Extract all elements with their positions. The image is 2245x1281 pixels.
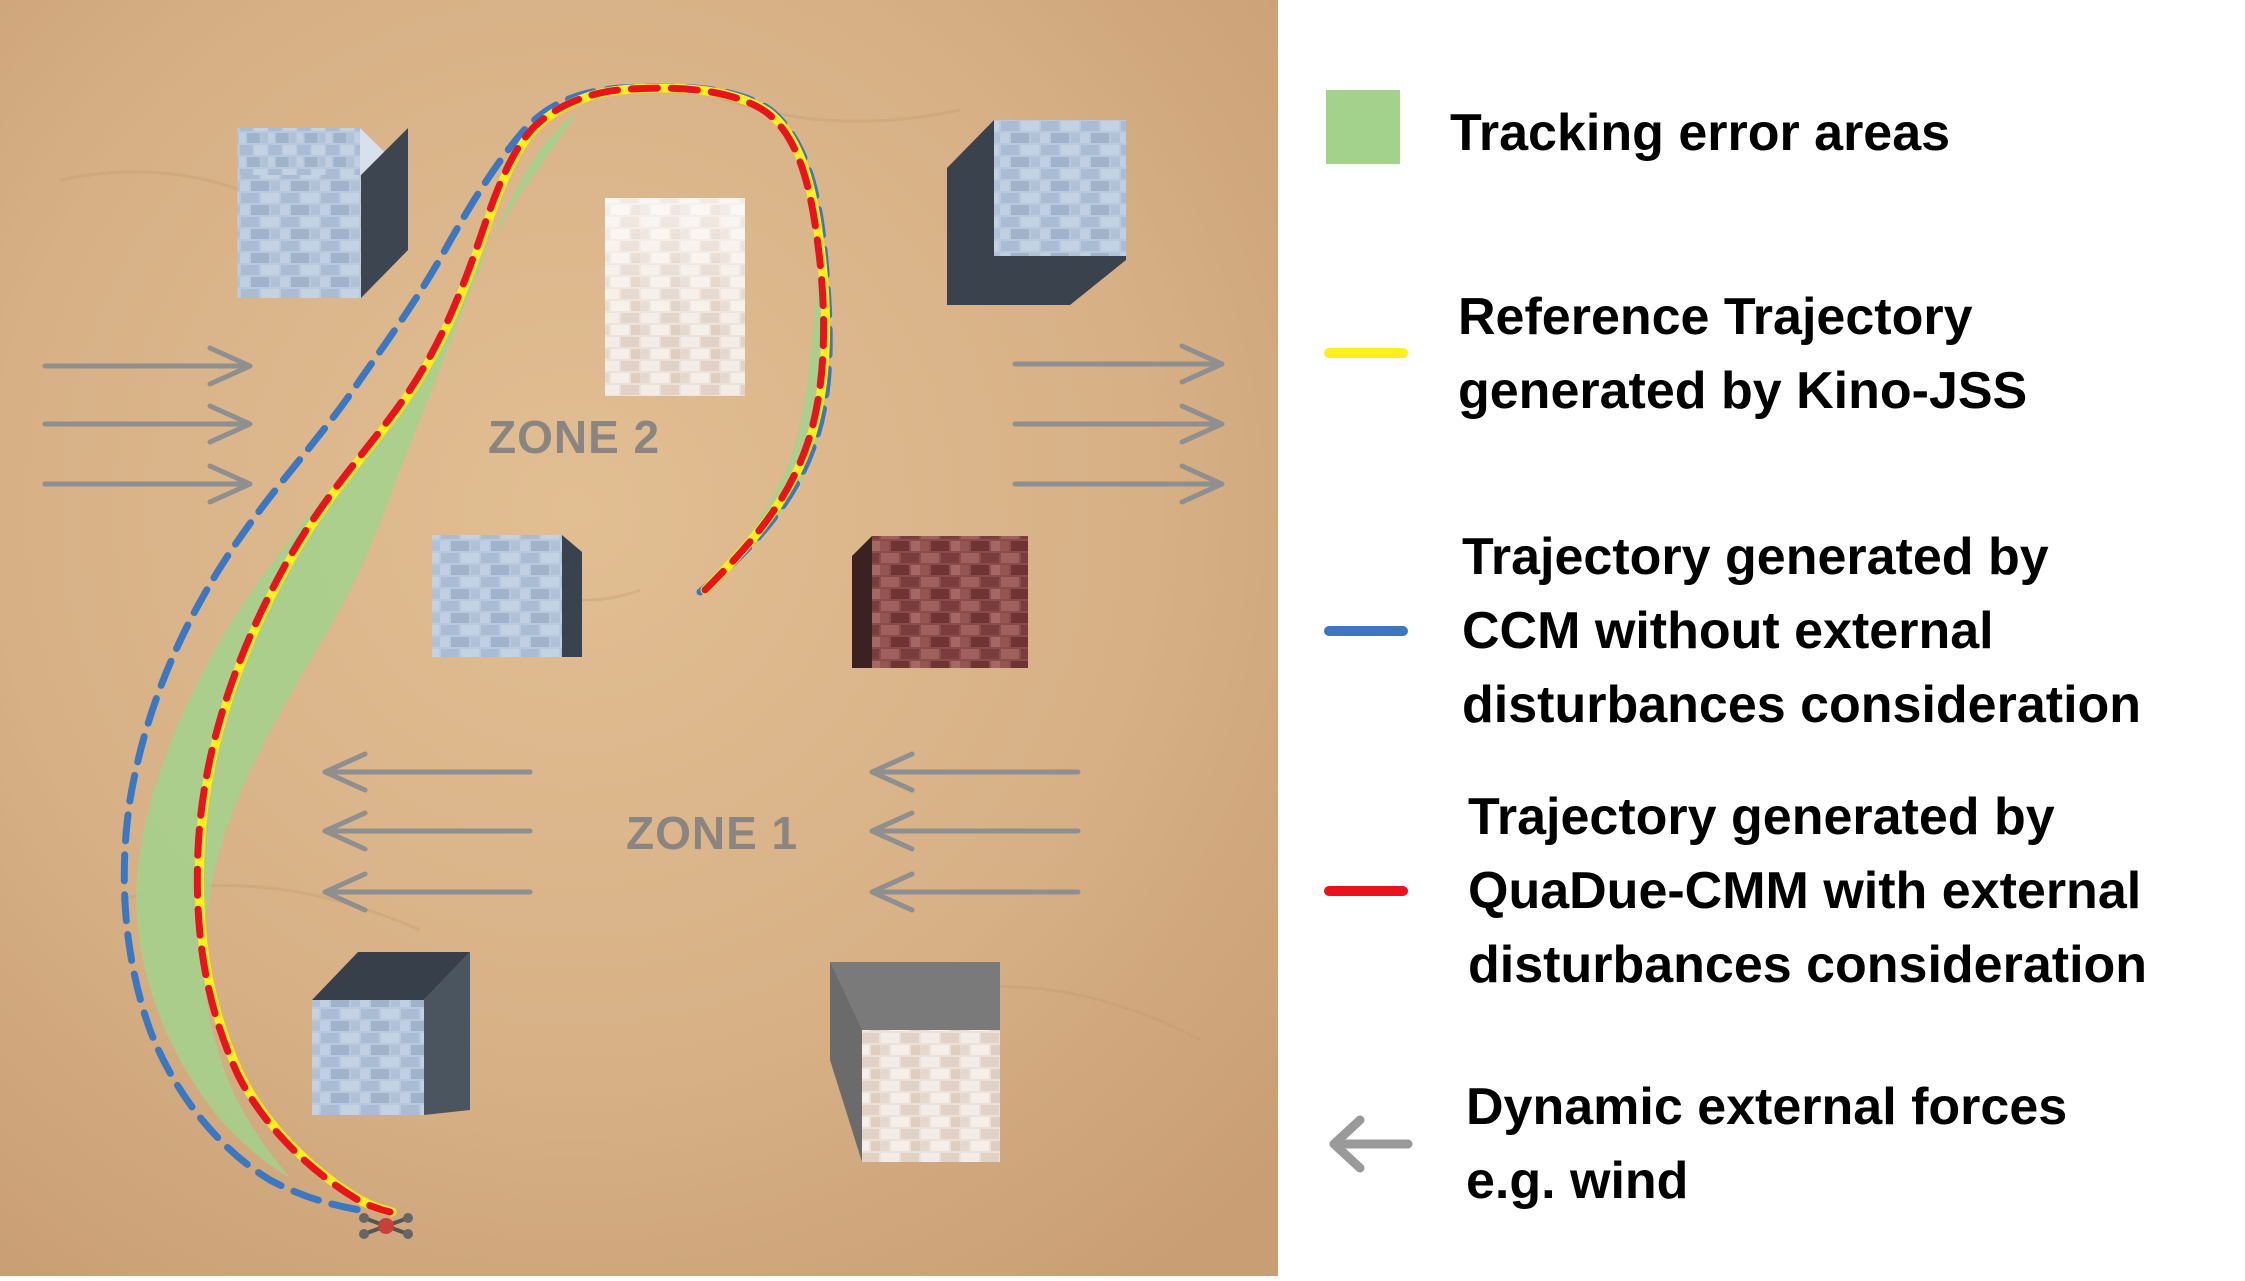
simulation-scene: ZONE 2 ZONE 1 [0,0,1278,1276]
arrow-icon [869,810,1081,852]
legend-label-quadue-2: QuaDue-CMM with external [1468,862,2142,920]
legend-label-reference-1: Reference Trajectory [1458,288,1973,346]
brick-block-icon [947,120,1126,305]
brick-block-icon [852,536,1028,668]
zone-1-label: ZONE 1 [626,807,799,859]
brick-block-icon [312,952,470,1115]
ccm-line-swatch [1324,626,1408,636]
brick-block-icon [830,962,1000,1162]
arrow-icon [1012,343,1225,385]
legend-label-ccm-3: disturbances consideration [1462,676,2142,734]
zone-2-label: ZONE 2 [488,411,661,463]
arrow-icon [1012,463,1225,505]
legend-label-quadue-1: Trajectory generated by [1468,788,2055,846]
arrow-icon [869,751,1081,793]
arrow-icon [42,345,253,387]
legend: Tracking error areas Reference Trajector… [1290,0,2245,1276]
arrow-icon [322,810,533,852]
legend-label-wind-2: e.g. wind [1466,1152,1689,1210]
arrow-icon [42,463,253,505]
arrow-icon [42,403,253,445]
arrow-icon [322,751,533,793]
legend-label-wind-1: Dynamic external forces [1466,1078,2068,1136]
brick-block-icon [237,128,408,298]
arrow-icon [322,871,533,913]
legend-label-quadue-3: disturbances consideration [1468,936,2148,994]
brick-block-icon [605,198,745,396]
quadue-line-swatch [1324,886,1408,896]
arrow-icon [1329,1115,1413,1173]
tracking-error-area-left [136,112,577,1178]
quadue-trajectory [193,84,828,1216]
arrow-icon [869,871,1081,913]
tracking-area-swatch [1326,90,1400,164]
arrow-icon [1012,403,1225,445]
reference-line-swatch [1324,348,1408,358]
wind-arrows [42,343,1225,913]
legend-label-ccm-2: CCM without external [1462,602,1994,660]
brick-block-icon [432,535,582,657]
legend-label-tracking-error: Tracking error areas [1450,104,1951,162]
legend-label-ccm-1: Trajectory generated by [1462,528,2049,586]
drone-icon [359,1213,413,1239]
legend-label-reference-2: generated by Kino-JSS [1458,362,2028,420]
